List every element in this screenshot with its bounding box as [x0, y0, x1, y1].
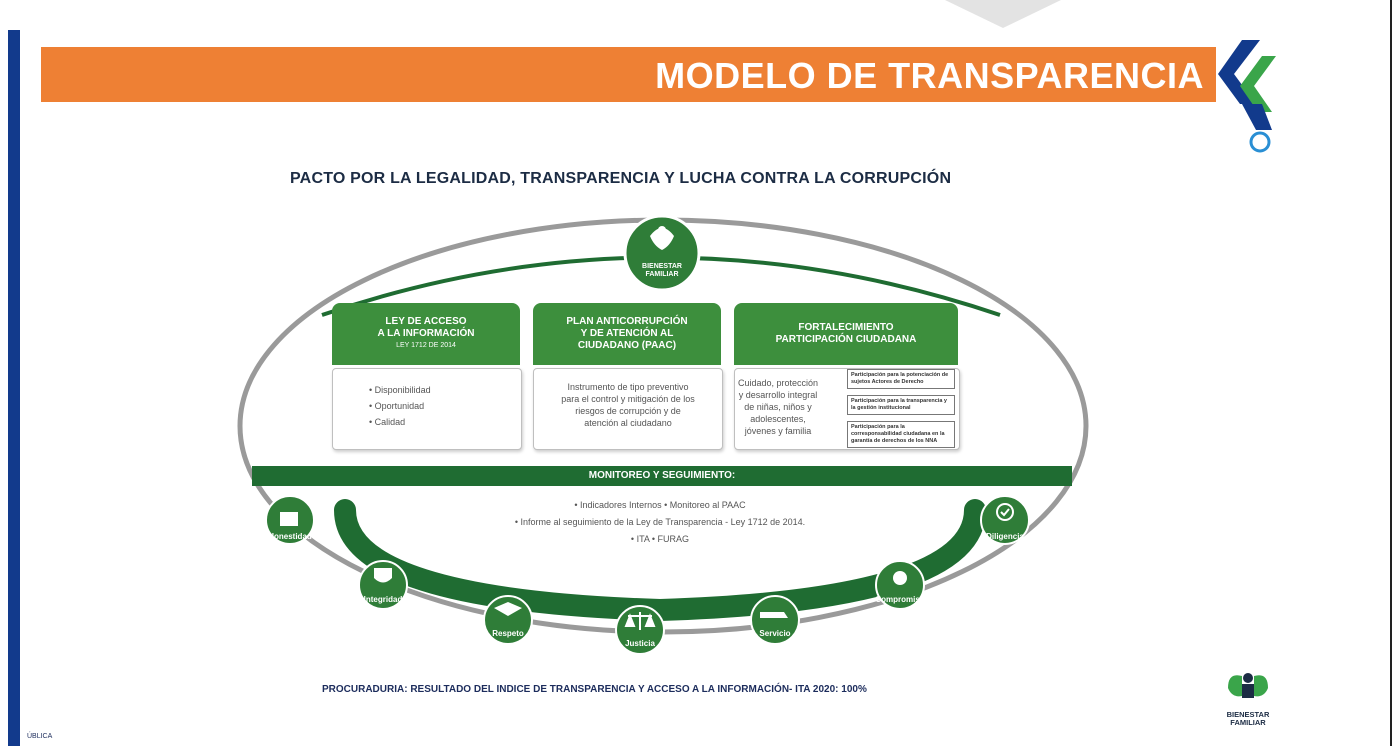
shield-check-icon: [374, 568, 392, 583]
bullet-item: • Oportunidad: [369, 401, 425, 411]
pillar-title-line: PLAN ANTICORRUPCIÓN: [566, 316, 688, 327]
emblem-people-icon: [650, 228, 674, 250]
text-line: adolescentes,: [750, 414, 806, 424]
footer-left-fragment: ÚBLICA: [27, 733, 53, 740]
value-label: Compromiso: [875, 595, 924, 604]
check-circle-icon: [996, 503, 1014, 521]
logo-text-line: FAMILIAR: [1230, 718, 1266, 727]
text-line: atención al ciudadano: [584, 418, 672, 428]
text-line: Instrumento de tipo preventivo: [567, 382, 689, 392]
participation-box: Participación para la potenciación de su…: [847, 369, 955, 389]
arc-label: COLABORADORES ÍNTEGROS - VALORES: [569, 573, 753, 596]
left-accent-bar: [8, 30, 20, 746]
arc-label-path: COLABORADORES ÍNTEGROS - VALORES: [569, 573, 753, 596]
pillar-head-ley-acceso: LEY DE ACCESO A LA INFORMACIÓN LEY 1712 …: [332, 303, 520, 365]
pillar-card-paac: Instrumento de tipo preventivo para el c…: [533, 368, 723, 450]
bullet-item: • Disponibilidad: [369, 385, 431, 395]
emblem-circle: [623, 214, 701, 292]
pillar-card-participacion: Cuidado, protección y desarrollo integra…: [734, 368, 960, 450]
logo-text-line: BIENESTAR: [1226, 710, 1270, 719]
family-hands-icon: [1228, 673, 1268, 698]
pillar-head-participacion: FORTALECIMIENTO PARTICIPACIÓN CIUDADANA: [734, 303, 958, 365]
helping-hand-icon: [760, 612, 788, 618]
value-justicia: Justicia: [615, 605, 665, 655]
value-compromiso: Compromiso: [875, 560, 925, 610]
scales-icon: [624, 612, 656, 630]
emblem-text-1: BIENESTAR: [642, 263, 682, 270]
pillar-title-line: LEY DE ACCESO: [385, 316, 467, 327]
hand-icon: [280, 512, 298, 526]
header-band: MODELO DE TRANSPARENCIA: [41, 47, 1216, 102]
page-subtitle: PACTO POR LA LEGALIDAD, TRANSPARENCIA Y …: [290, 170, 952, 187]
pillar-title-line: CIUDADANO (PAAC): [577, 340, 677, 351]
participation-box: Participación para la corresponsabilidad…: [847, 421, 955, 448]
monitoring-line: • Indicadores Internos • Monitoreo al PA…: [574, 500, 746, 510]
value-label: Integridad: [364, 595, 403, 604]
value-honestidad: Honestidad: [265, 495, 315, 545]
text-line: de niñas, niños y: [744, 402, 812, 412]
text-line: Cuidado, protección: [737, 378, 819, 388]
pillar-title-line: A LA INFORMACIÓN: [377, 328, 475, 339]
text-line: para el control y mitigación de los: [561, 394, 695, 404]
value-label: Servicio: [759, 629, 790, 638]
text-line: y desarrollo integral: [738, 390, 818, 400]
text-line: jóvenes y familia: [744, 426, 812, 436]
pillar-bullets: • Disponibilidad • Oportunidad • Calidad: [369, 379, 431, 433]
pillar-title-line: FORTALECIMIENTO: [798, 322, 894, 333]
header-title: MODELO DE TRANSPARENCIA: [655, 55, 1204, 96]
monitoring-line: • ITA • FURAG: [630, 534, 690, 544]
pillar-title-line: PARTICIPACIÓN CIUDADANA: [775, 334, 917, 345]
value-integridad: Integridad: [358, 560, 408, 610]
monitoring-line: • Informe al seguimiento de la Ley de Tr…: [514, 517, 806, 527]
ita-result-text: PROCURADURIA: RESULTADO DEL INDICE DE TR…: [322, 684, 867, 695]
pillar-title-line: Y DE ATENCIÓN AL: [580, 328, 674, 339]
pillar-subtitle: LEY 1712 DE 2014: [396, 342, 456, 349]
handshake-icon: [494, 602, 522, 616]
bienestar-familiar-logo: BIENESTAR FAMILIAR: [1218, 668, 1278, 727]
pillar-description: Cuidado, protección y desarrollo integra…: [737, 377, 819, 437]
emblem-text-2: FAMILIAR: [645, 271, 678, 278]
pillar-card-ley-acceso: • Disponibilidad • Oportunidad • Calidad: [332, 368, 522, 450]
value-servicio: Servicio: [750, 595, 800, 645]
pillar-description: Instrumento de tipo preventivo para el c…: [534, 381, 722, 429]
right-border-line: [1390, 0, 1392, 746]
value-label: Diligencia: [986, 532, 1024, 541]
value-diligencia: Diligencia: [980, 495, 1030, 545]
brand-chevron-logo: [1218, 40, 1276, 153]
text-line: riesgos de corrupción y de: [575, 406, 681, 416]
value-label: Honestidad: [268, 532, 312, 541]
monitoring-title: MONITOREO Y SEGUIMIENTO:: [252, 466, 1072, 486]
top-gray-triangle: [945, 0, 1061, 28]
value-respeto: Respeto: [483, 595, 533, 645]
bottom-green-arc: [334, 499, 986, 622]
participation-box: Participación para la transparencia y la…: [847, 395, 955, 415]
value-label: Respeto: [492, 629, 524, 638]
bullet-item: • Calidad: [369, 417, 406, 427]
value-label: Justicia: [625, 639, 655, 648]
pillar-head-paac: PLAN ANTICORRUPCIÓN Y DE ATENCIÓN AL CIU…: [533, 303, 721, 365]
medal-icon: [893, 571, 907, 585]
